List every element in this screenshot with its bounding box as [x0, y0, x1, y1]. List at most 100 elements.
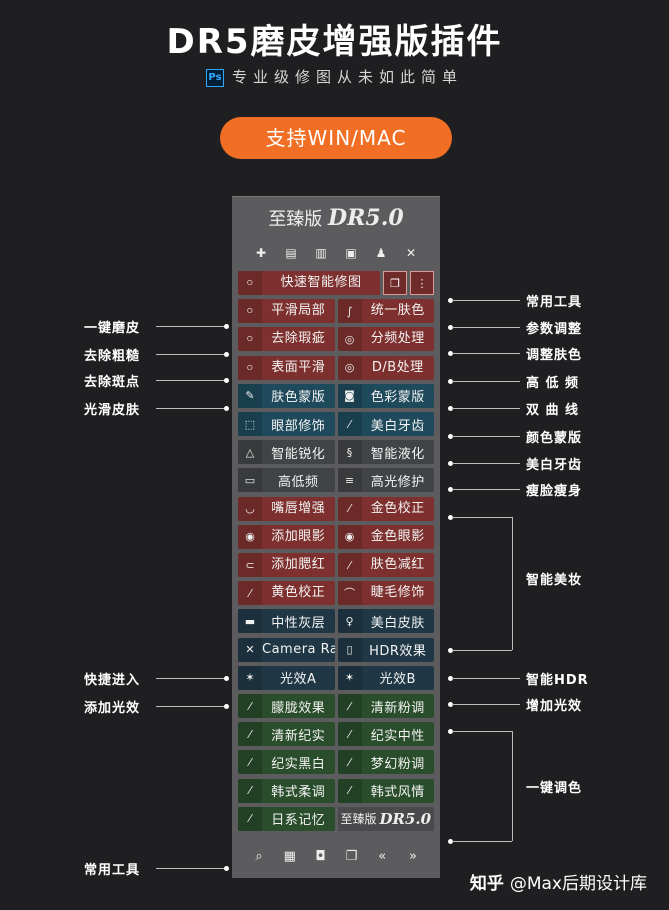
- tool-button[interactable]: ⁄金色校正: [337, 496, 434, 521]
- leader-line: [452, 841, 512, 842]
- tool-row: ⁄纪实黑白⁄梦幻粉调: [238, 750, 434, 775]
- tool-button[interactable]: ⁄肤色减红: [337, 553, 434, 577]
- tool-button-label: 清新纪实: [271, 728, 326, 744]
- tool-button[interactable]: ⁄朦胧效果: [238, 694, 335, 718]
- platform-support-button[interactable]: 支持WIN/MAC: [220, 117, 452, 159]
- tool-button[interactable]: ✶光效B: [337, 665, 434, 690]
- tool-button[interactable]: ⁄黄色校正: [238, 581, 335, 606]
- camera-icon: ◙: [337, 383, 362, 408]
- leader-dot: [448, 434, 453, 439]
- leader-line: [156, 354, 226, 355]
- leader-dot: [448, 839, 453, 844]
- tool-button[interactable]: ⁄韩式柔调: [238, 778, 335, 803]
- dropper-icon: ⁄: [337, 553, 362, 577]
- tool-button-label: D/B处理: [361, 355, 434, 380]
- tool-button[interactable]: ⊂添加腮红: [238, 553, 335, 577]
- tool-button[interactable]: ⁄纪实中性: [337, 722, 434, 747]
- panel-brand: 至臻版 DR5.0: [232, 205, 440, 231]
- tool-button[interactable]: △智能锐化: [238, 440, 335, 465]
- tool-row: ✕Camera Raw▯HDR效果: [238, 637, 434, 662]
- tool-button-label: 肤色减红: [361, 553, 434, 577]
- leader-line: [156, 380, 226, 381]
- tool-button[interactable]: ✶光效A: [238, 665, 335, 690]
- subtitle-text: 专业级修图从未如此简单: [231, 68, 463, 86]
- tool-button[interactable]: ◎D/B处理: [337, 355, 434, 380]
- tool-button[interactable]: ⁄美白牙齿: [337, 412, 434, 436]
- tool-button[interactable]: ▭高低频: [238, 468, 335, 493]
- tool-button-label: 统一肤色: [361, 299, 434, 324]
- burst-icon: ✶: [238, 665, 262, 690]
- annotation-label: 双 曲 线: [526, 403, 580, 418]
- leader-line: [156, 706, 226, 707]
- tool-row: ▭高低频≡高光修护: [238, 468, 434, 493]
- top-toolbar: ✚ ▤ ▥ ▣ ♟ ✕: [252, 245, 420, 261]
- tool-button[interactable]: ဝ去除瑕疵: [238, 327, 335, 352]
- search-icon[interactable]: ⌕: [255, 849, 263, 864]
- sliders-icon[interactable]: ⋮: [410, 271, 434, 295]
- tool-button-label: 清新粉调: [370, 700, 425, 716]
- tool-button-label: 表面平滑: [262, 355, 335, 380]
- dropper-icon: ⁄: [238, 581, 262, 606]
- tool-button[interactable]: ▬中性灰层: [238, 609, 335, 634]
- tool-button[interactable]: ◎分频处理: [337, 327, 434, 352]
- annotation-label: 去除斑点: [84, 375, 141, 390]
- tool-button[interactable]: ဝ平滑局部: [238, 299, 335, 324]
- focus-icon[interactable]: ◘: [315, 849, 326, 864]
- prev-icon[interactable]: «: [378, 849, 387, 864]
- tool-button[interactable]: ◉金色眼影: [337, 524, 434, 549]
- heal-icon[interactable]: ✚: [255, 246, 267, 260]
- tool-button-label: 睫毛修饰: [361, 581, 434, 606]
- leader-line: [156, 326, 226, 327]
- tool-button[interactable]: ▯HDR效果: [337, 637, 434, 662]
- annotation-label: 增加光效: [526, 699, 583, 714]
- leader-line: [452, 436, 520, 437]
- circle-icon: ◎: [337, 355, 362, 380]
- tool-button[interactable]: ဝ快速智能修图: [238, 271, 380, 295]
- tool-button[interactable]: ⁄清新粉调: [337, 694, 434, 718]
- footer-credit: 知乎@Max后期设计库: [470, 869, 647, 894]
- tool-button[interactable]: ◙色彩蒙版: [337, 383, 434, 408]
- tool-button-label: 金色眼影: [361, 524, 434, 549]
- tool-button[interactable]: ♀美白皮肤: [337, 609, 434, 634]
- layers-icon[interactable]: ❐: [383, 271, 407, 295]
- leader-dot: [224, 406, 229, 411]
- tool-button[interactable]: ⁄纪实黑白: [238, 750, 335, 775]
- next-icon[interactable]: »: [409, 849, 417, 864]
- person-icon[interactable]: ♟: [375, 246, 387, 260]
- tool-button[interactable]: §智能液化: [337, 440, 434, 465]
- tool-button[interactable]: ✕Camera Raw: [238, 637, 335, 662]
- brand-prefix: 至臻版: [340, 812, 377, 827]
- bandage-icon[interactable]: ▤: [285, 246, 297, 260]
- tool-row: ⁄清新纪实⁄纪实中性: [238, 722, 434, 747]
- tool-button[interactable]: ◉添加眼影: [238, 524, 335, 549]
- person-x-icon[interactable]: ✕: [405, 246, 417, 260]
- tool-button[interactable]: ဝ表面平滑: [238, 355, 335, 380]
- tool-button[interactable]: ⬚眼部修饰: [238, 412, 335, 436]
- bandage2-icon[interactable]: ▥: [315, 246, 327, 260]
- tool-button[interactable]: ⌒睫毛修饰: [337, 581, 434, 606]
- tool-button[interactable]: ✎肤色蒙版: [238, 383, 335, 408]
- tool-button[interactable]: ≡高光修护: [337, 468, 434, 493]
- select-icon: ⬚: [238, 412, 262, 436]
- tool-button[interactable]: ⁄清新纪实: [238, 722, 335, 747]
- tool-button-label: 嘴唇增强: [262, 496, 335, 521]
- brush-icon: ∫: [337, 299, 362, 324]
- tool-button-label: 纪实黑白: [271, 756, 326, 772]
- brand-prefix: 至臻版: [268, 209, 323, 230]
- annotation-label: 一键调色: [526, 781, 583, 796]
- leader-dot: [224, 378, 229, 383]
- chip-icon[interactable]: ▣: [345, 246, 357, 260]
- tool-button[interactable]: ⁄韩式风情: [337, 778, 434, 803]
- leader-dot: [448, 351, 453, 356]
- tool-button-label: 肤色蒙版: [271, 390, 326, 406]
- tool-button[interactable]: ∫统一肤色: [337, 299, 434, 324]
- tool-button[interactable]: ⁄日系记忆: [238, 806, 335, 831]
- tool-button[interactable]: ⁄梦幻粉调: [337, 750, 434, 775]
- leader-dot: [448, 487, 453, 492]
- tool-button[interactable]: ◡嘴唇增强: [238, 496, 335, 521]
- wand-icon: ⁄: [337, 722, 362, 747]
- copy-icon[interactable]: ❐: [345, 849, 358, 864]
- annotation-label: 参数调整: [526, 322, 583, 337]
- film-icon[interactable]: ▦: [283, 849, 296, 864]
